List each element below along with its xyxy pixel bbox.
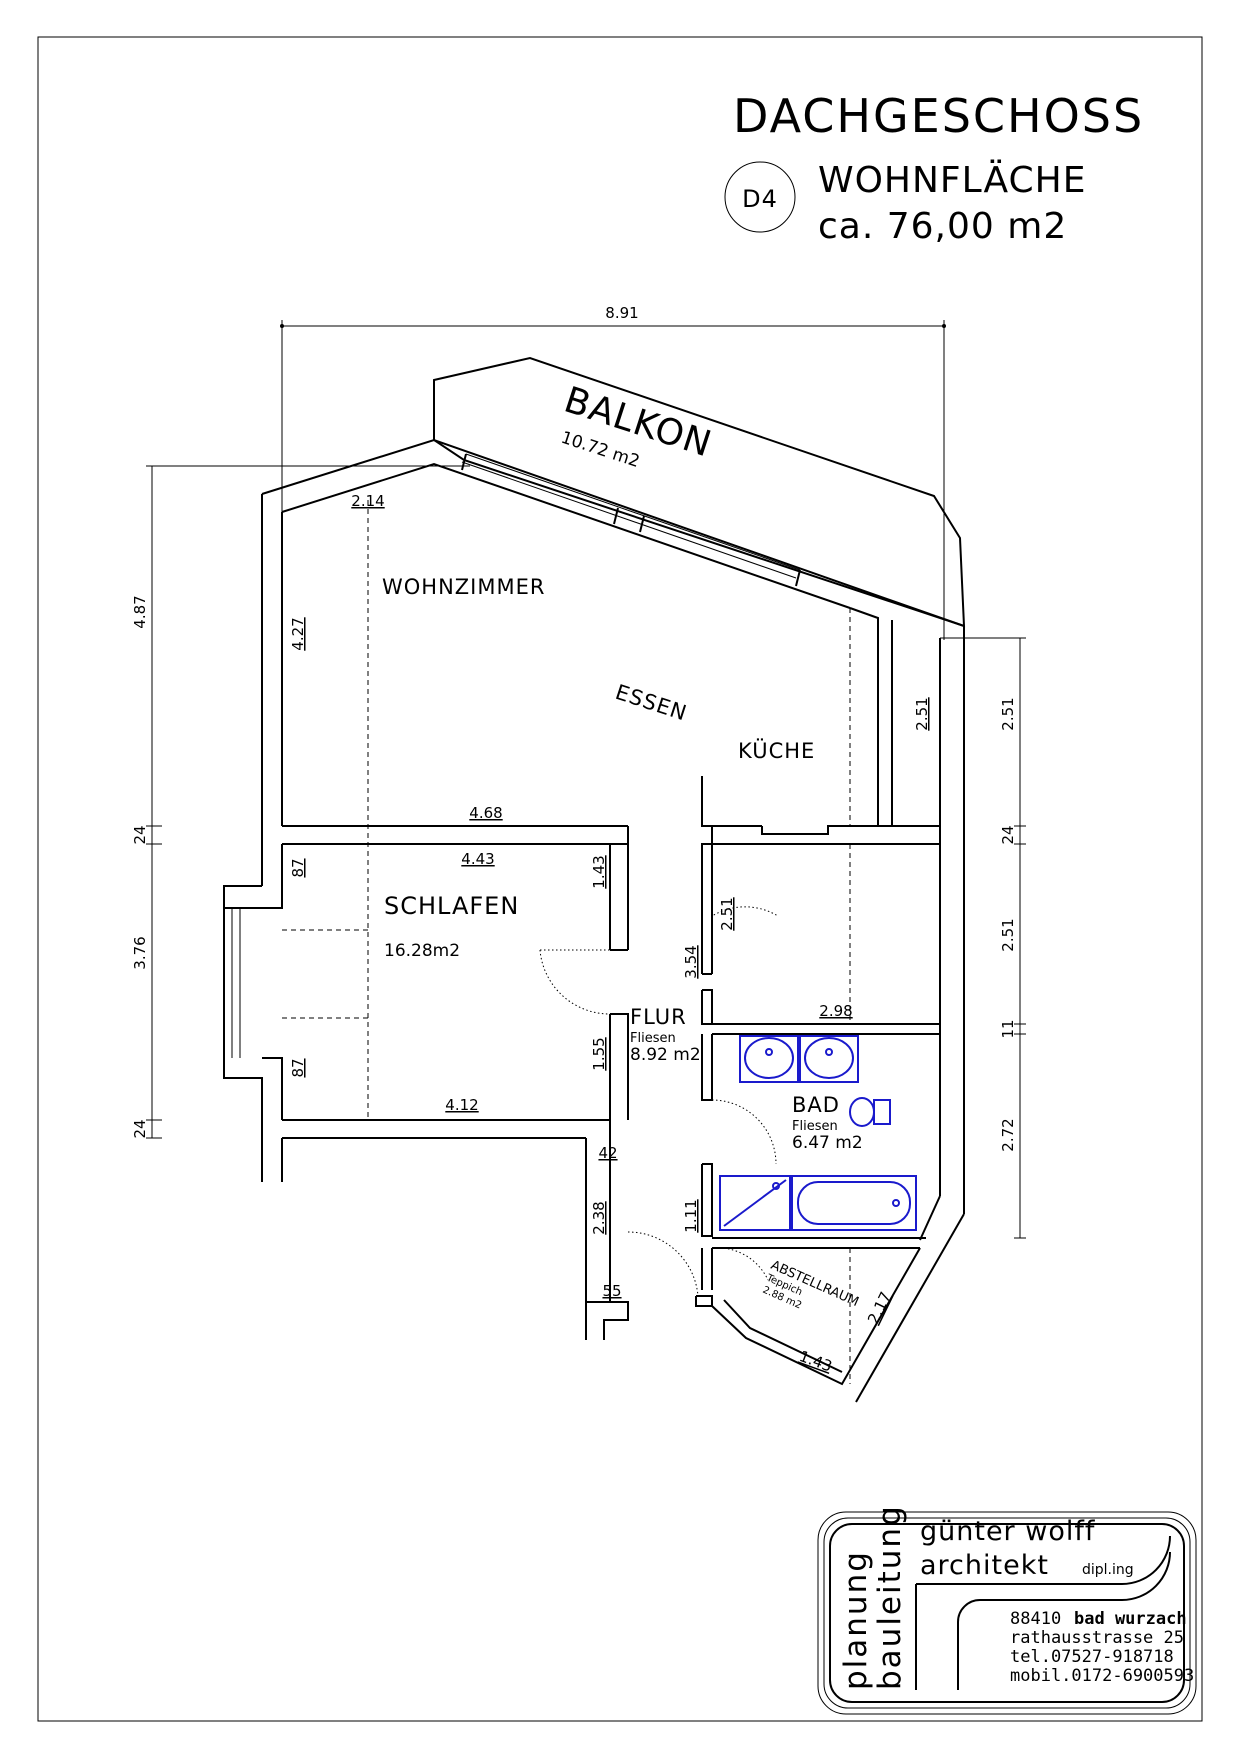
zone-lines bbox=[282, 500, 851, 1384]
dim-bad-111: 1.11 bbox=[682, 1199, 700, 1232]
balcony-outline bbox=[433, 356, 966, 628]
dim-flur-238: 2.38 bbox=[590, 1201, 608, 1234]
area-label: WOHNFLÄCHE bbox=[818, 159, 1086, 201]
unit-circle bbox=[724, 161, 796, 233]
tb-mobile: mobil.0172-6900593 bbox=[1010, 1666, 1194, 1686]
dimension-lines bbox=[146, 320, 1026, 1239]
tb-bauleitung: bauleitung bbox=[872, 1504, 908, 1690]
tb-title: architekt bbox=[920, 1550, 1049, 1581]
dim-wz-left: 4.27 bbox=[289, 617, 307, 650]
dim-left-wall2: 24 bbox=[131, 1119, 149, 1138]
washbasin-right bbox=[799, 1035, 859, 1083]
dim-top-total: 8.91 bbox=[605, 304, 638, 322]
dim-right-2: 2.51 bbox=[999, 918, 1017, 951]
bad-area: 6.47 m2 bbox=[792, 1133, 863, 1153]
bath-fixtures bbox=[719, 1035, 917, 1231]
dim-sch-top: 4.43 bbox=[461, 850, 494, 868]
bathtub bbox=[791, 1175, 917, 1231]
toilet bbox=[849, 1097, 875, 1127]
tb-street: rathausstrasse 25 bbox=[1010, 1628, 1184, 1648]
dim-abst-217: 2.17 bbox=[864, 1289, 895, 1327]
kueche-name: KÜCHE bbox=[738, 738, 815, 763]
dim-left-schlafen: 3.76 bbox=[131, 936, 149, 969]
dim-sch-left-top: 87 bbox=[289, 858, 307, 877]
tb-name: günter wolff bbox=[920, 1516, 1096, 1547]
dim-room-mid-w: 2.98 bbox=[819, 1002, 852, 1020]
dim-left-wall1: 24 bbox=[131, 825, 149, 844]
schlafen-area: 16.28m2 bbox=[384, 941, 460, 961]
floor-title: DACHGESCHOSS bbox=[733, 89, 1144, 143]
dim-kitchen-col: 2.51 bbox=[913, 697, 931, 730]
tb-planung: planung bbox=[838, 1550, 874, 1690]
dim-room-mid-h: 2.51 bbox=[718, 897, 736, 930]
title-block bbox=[817, 1511, 1197, 1715]
flur-area: 8.92 m2 bbox=[630, 1045, 701, 1065]
sheet-border bbox=[37, 36, 1203, 1722]
dim-sch-door: 1.55 bbox=[590, 1037, 608, 1070]
shower-tray bbox=[719, 1175, 791, 1231]
tb-city: bad wurzach bbox=[1074, 1609, 1187, 1629]
dim-right-1: 2.51 bbox=[999, 697, 1017, 730]
dim-right-4: 2.72 bbox=[999, 1118, 1017, 1151]
unit-label: D4 bbox=[742, 185, 778, 213]
wohnzimmer-name: WOHNZIMMER bbox=[382, 575, 545, 599]
essen-name: ESSEN bbox=[612, 680, 690, 726]
dim-sch-right: 1.43 bbox=[590, 855, 608, 888]
dim-flur-42: 42 bbox=[598, 1144, 617, 1162]
dim-wz-bottom: 4.68 bbox=[469, 804, 502, 822]
bad-name: BAD bbox=[792, 1093, 840, 1117]
dim-right-wall: 24 bbox=[999, 825, 1017, 844]
dim-flur-55: 55 bbox=[602, 1282, 621, 1300]
dim-wz-top: 2.14 bbox=[351, 492, 384, 510]
dim-sch-left-bottom: 87 bbox=[289, 1058, 307, 1077]
dim-room-mid-left: 3.54 bbox=[682, 945, 700, 978]
schlafen-name: SCHLAFEN bbox=[384, 892, 519, 920]
walls bbox=[223, 438, 965, 1403]
dim-left-wohn: 4.87 bbox=[131, 595, 149, 628]
tb-degree: dipl.ing bbox=[1082, 1562, 1134, 1578]
dim-sch-bottom: 4.12 bbox=[445, 1096, 478, 1114]
flur-name: FLUR bbox=[630, 1005, 687, 1029]
tb-phone: tel.07527-918718 bbox=[1010, 1647, 1174, 1667]
area-value: ca. 76,00 m2 bbox=[818, 206, 1067, 247]
door-swings bbox=[539, 906, 779, 1297]
washbasin-left bbox=[739, 1035, 799, 1083]
flur-floor: Fliesen bbox=[630, 1031, 676, 1046]
tb-zip: 88410 bbox=[1010, 1609, 1061, 1629]
dim-right-3: 11 bbox=[999, 1019, 1017, 1038]
bad-floor: Fliesen bbox=[792, 1119, 838, 1134]
